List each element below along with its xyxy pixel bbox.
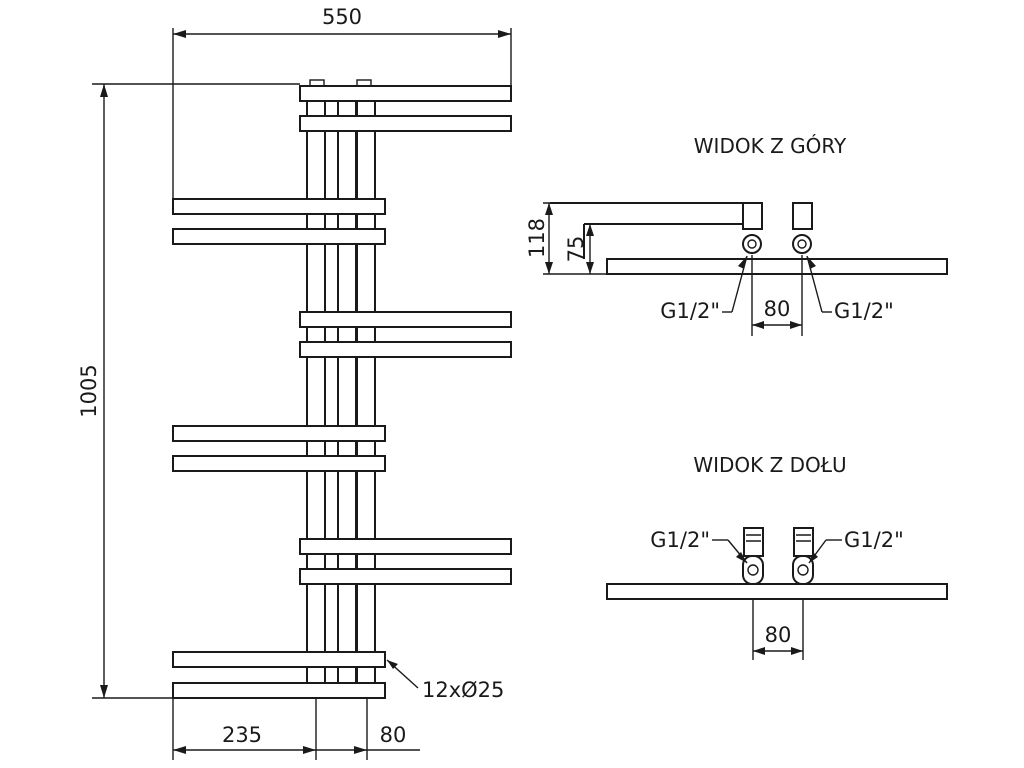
horizontal-bar [299,568,512,585]
horizontal-bar [299,341,512,358]
top-view-left-connection-label: G1/2" [660,299,720,323]
top-view-right-connection-label: G1/2" [834,299,894,323]
top-connector-left [309,79,325,87]
horizontal-bars [172,85,512,699]
top-view-upper-rail [550,202,762,259]
top-view-title: WIDOK Z GÓRY [694,134,847,158]
pipe-spacing-label: 80 [380,723,407,747]
left-offset-label: 235 [222,723,262,747]
horizontal-bar [172,682,386,699]
bottom-view-connector-left [742,555,764,585]
top-view-valve-right [792,202,813,230]
top-view: WIDOK Z GÓRY 118 75 80 G1/2" [525,134,948,336]
horizontal-bar [172,228,386,245]
bar-spec-callout: 12xØ25 [386,659,504,702]
width-label: 550 [322,5,362,29]
horizontal-bar [299,85,512,102]
height-label: 1005 [77,364,101,417]
horizontal-bar [172,198,386,215]
vertical-pipe-middle [337,97,357,699]
width-dimension: 550 [172,5,512,198]
bottom-view-left-connection-label: G1/2" [650,528,710,552]
bottom-view-base-plate [606,583,948,600]
horizontal-bar [172,455,386,472]
horizontal-bar [172,425,386,442]
top-view-spacing-label: 80 [764,297,791,321]
bottom-view-right-connection-label: G1/2" [844,528,904,552]
horizontal-bar [299,311,512,328]
horizontal-bar [172,651,386,668]
horizontal-bar [299,538,512,555]
horizontal-bar [299,115,512,132]
height-dimension: 1005 [77,83,300,699]
bottom-view-valve-right [793,527,814,557]
top-connector-right [356,79,372,87]
vertical-pipes [306,97,376,699]
bar-spec-label: 12xØ25 [422,678,504,702]
top-view-valve-left [742,202,763,230]
bottom-view-connector-right [792,555,814,585]
bottom-view-spacing-label: 80 [765,623,792,647]
bottom-dimensions: 235 80 [172,698,420,760]
bottom-view-valve-left [743,527,764,557]
top-view-connector-right [792,234,812,254]
top-view-base-plate [606,258,948,275]
depth-label: 118 [525,218,549,258]
connection-height-label: 75 [564,236,588,263]
top-view-connector-left [742,234,762,254]
bottom-view-title: WIDOK Z DOŁU [693,453,846,477]
vertical-pipe-right [356,97,376,699]
bottom-view: WIDOK Z DOŁU 80 G1/2" G1/2" [606,453,948,660]
vertical-pipe-left [306,97,326,699]
front-view: 550 1005 235 80 12xØ25 [77,5,512,760]
